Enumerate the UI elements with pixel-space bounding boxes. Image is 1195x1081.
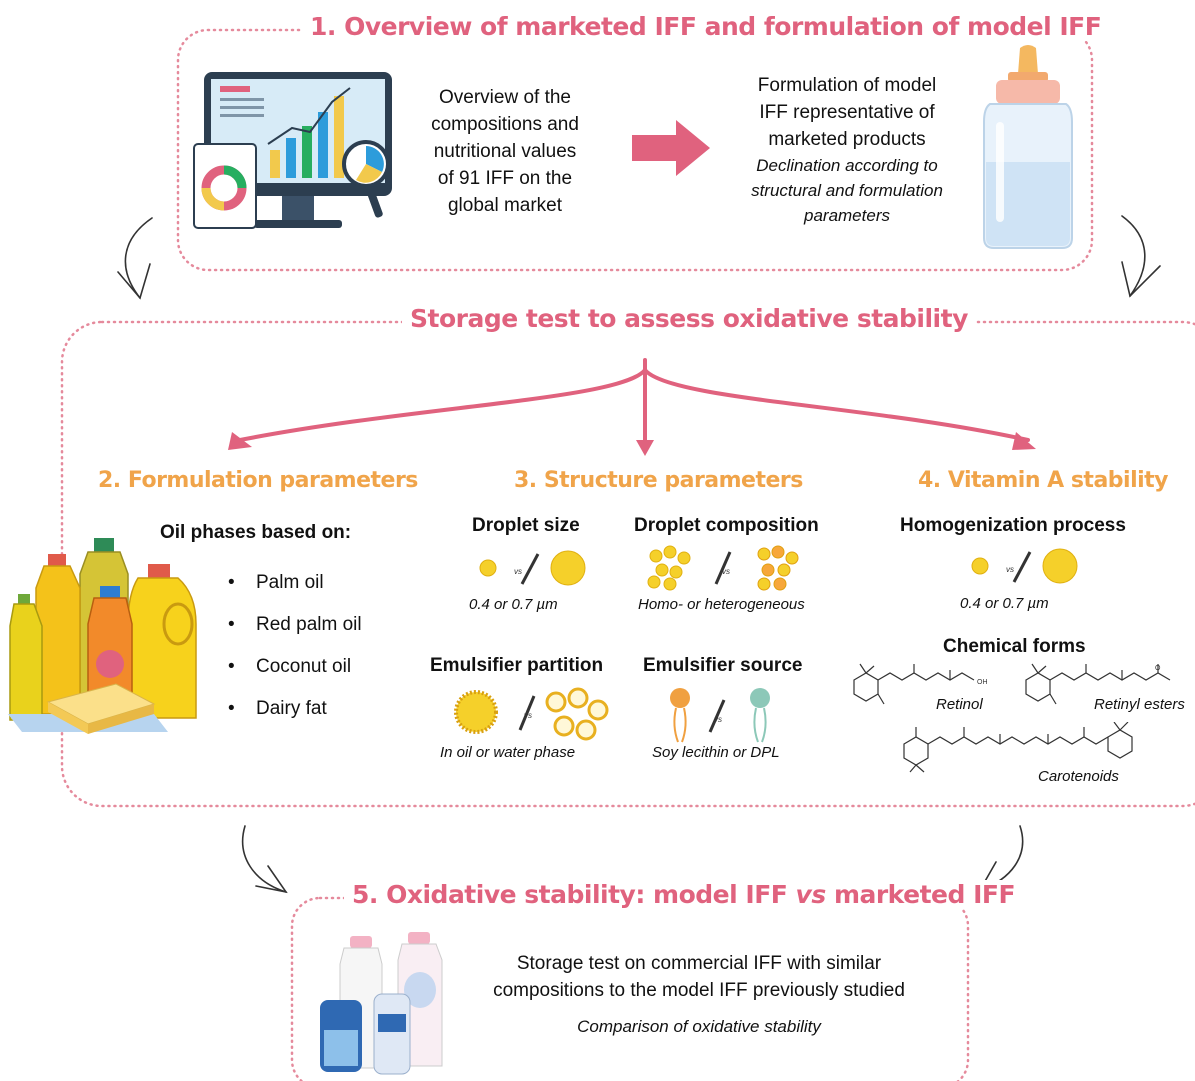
baby-bottle-icon — [983, 45, 1073, 249]
list-item: • Red palm oil — [228, 604, 362, 646]
svg-text:vs: vs — [1006, 565, 1014, 574]
right-text-line: marketed products — [768, 129, 926, 150]
arrowhead-left — [228, 432, 252, 450]
branching-arrows — [238, 358, 1030, 444]
carotenoids-caption: Carotenoids — [1038, 768, 1119, 785]
droplet-composition-vs-icon: vs — [647, 545, 799, 591]
arrow-right-icon — [632, 120, 710, 176]
emulsifier-source-caption: Soy lecithin or DPL — [652, 744, 780, 761]
right-text-line: IFF representative of — [759, 102, 935, 123]
commercial-formula-products-icon — [320, 932, 443, 1075]
oil-list: • Palm oil • Red palm oil • Coconut oil • Da… — [228, 562, 362, 730]
oil-label: Palm oil — [256, 572, 324, 593]
section5-text-line: Storage test on commercial IFF with simi… — [516, 953, 882, 974]
section3-title: 3. Structure parameters — [514, 468, 803, 493]
droplet-size-vs-icon: vs — [479, 550, 586, 586]
section5-title-b: marketed IFF — [825, 880, 1016, 909]
list-item: • Dairy fat — [228, 688, 362, 730]
bullet: • — [228, 614, 235, 635]
retinyl-esters-caption: Retinyl esters — [1094, 696, 1185, 713]
section1-right-text: Formulation of model IFF representative … — [716, 72, 978, 228]
dashboard-analytics-icon — [193, 72, 392, 229]
retinol-caption: Retinol — [936, 696, 983, 713]
left-text-line: of 91 IFF on the — [437, 168, 573, 189]
section2-title: 2. Formulation parameters — [98, 468, 418, 493]
emulsifier-source-vs-icon: vs — [670, 688, 770, 743]
bullet: • — [228, 572, 235, 593]
section5-title: 5. Oxidative stability: model IFF vs mar… — [344, 880, 1024, 909]
right-italic-line: parameters — [804, 206, 890, 225]
carotenoids-structure-icon — [903, 722, 1133, 773]
storage-title: Storage test to assess oxidative stabili… — [402, 304, 976, 333]
homogenization-caption: 0.4 or 0.7 µm — [960, 595, 1049, 612]
bullet: • — [228, 698, 235, 719]
section5-title-a: 5. Oxidative stability: model IFF — [352, 880, 796, 909]
droplet-composition-caption: Homo- or heterogeneous — [638, 596, 805, 613]
left-text-line: Overview of the — [439, 87, 571, 108]
emulsifier-partition-vs-icon: vs — [454, 687, 609, 741]
arrowhead-right — [1012, 432, 1036, 450]
homogenization-label: Homogenization process — [900, 515, 1126, 536]
small-droplet — [479, 559, 497, 577]
right-italic-line: Declination according to — [756, 156, 938, 175]
oil-bottles-icon — [8, 538, 197, 734]
svg-text:vs: vs — [722, 567, 730, 576]
homogenization-vs-icon: vs — [971, 548, 1078, 584]
svg-text:vs: vs — [714, 715, 722, 724]
section5-title-vs: vs — [795, 880, 827, 909]
droplet-size-label: Droplet size — [472, 515, 580, 536]
left-text-line: nutritional values — [433, 141, 577, 162]
svg-text:vs: vs — [514, 567, 522, 576]
retinyl-esters-structure-icon: O — [1025, 663, 1171, 705]
oil-phases-subtitle: Oil phases based on: — [160, 522, 352, 543]
emulsifier-partition-caption: In oil or water phase — [440, 744, 576, 761]
section5-frame — [290, 896, 970, 1081]
section1-left-text: Overview of the compositions and nutriti… — [410, 84, 600, 219]
section5-text-line: compositions to the model IFF previously… — [493, 980, 905, 1001]
curved-arrow-right-top — [1121, 215, 1161, 298]
curved-arrow-left-bottom — [241, 825, 288, 894]
chemical-forms-label: Chemical forms — [943, 636, 1086, 657]
left-text-line: compositions and — [431, 114, 579, 135]
emulsifier-source-label: Emulsifier source — [643, 655, 803, 676]
section4-title: 4. Vitamin A stability — [918, 468, 1169, 493]
section1-title: 1. Overview of marketed IFF and formulat… — [302, 12, 1110, 41]
left-text-line: global market — [447, 195, 563, 216]
large-droplet — [550, 550, 586, 586]
droplet-composition-label: Droplet composition — [634, 515, 819, 536]
right-text-line: Formulation of model — [757, 75, 937, 96]
oil-label: Red palm oil — [256, 614, 362, 635]
emulsifier-partition-label: Emulsifier partition — [430, 655, 604, 676]
oil-label: Coconut oil — [256, 656, 352, 677]
o-label: O — [1155, 665, 1161, 672]
arrowhead-center — [636, 440, 654, 456]
svg-text:vs: vs — [524, 711, 532, 720]
right-italic-line: structural and formulation — [751, 181, 943, 200]
droplet-size-caption: 0.4 or 0.7 µm — [469, 596, 558, 613]
list-item: • Palm oil — [228, 562, 362, 604]
curved-arrow-left-top — [117, 217, 153, 300]
retinol-structure-icon: OH — [853, 663, 988, 705]
oil-label: Dairy fat — [256, 698, 327, 719]
oh-label: OH — [977, 679, 988, 686]
list-item: • Coconut oil — [228, 646, 362, 688]
section5-italic: Comparison of oxidative stability — [577, 1017, 821, 1036]
section5-text: Storage test on commercial IFF with simi… — [452, 950, 946, 1039]
bullet: • — [228, 656, 235, 677]
